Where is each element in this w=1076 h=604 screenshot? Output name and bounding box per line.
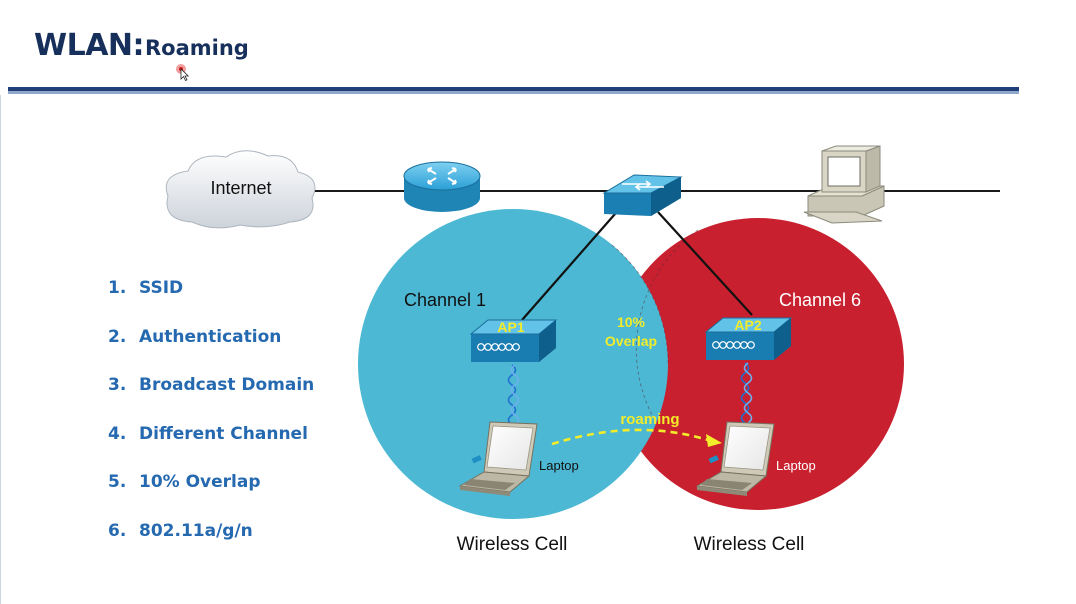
list-item-text: Broadcast Domain: [139, 375, 315, 395]
list-item-number: 2.: [108, 326, 127, 347]
switch-icon: [602, 174, 683, 216]
list-item-text: Different Channel: [139, 423, 308, 444]
list-item: 6. 802.11a/g/n: [108, 521, 314, 570]
laptop-icon: [695, 421, 775, 496]
laptop-icon: [458, 421, 538, 496]
list-item: 5. 10% Overlap: [108, 472, 314, 521]
list-item-text: 10% Overlap: [139, 472, 261, 492]
list-item-number: 5.: [108, 472, 127, 492]
title-rule: [8, 87, 1019, 91]
wireless-link-icon: [507, 364, 520, 426]
laptop-label: Laptop: [539, 458, 579, 473]
access-point-icon: [469, 319, 558, 362]
slide-left-edge: [0, 95, 1, 604]
roaming-arrow: [551, 428, 722, 447]
list-item: 4. Different Channel: [108, 424, 314, 473]
router-icon: [403, 161, 481, 212]
list-item-number: 3.: [108, 375, 127, 395]
cell-overlap-edge: [611, 244, 669, 367]
channel-1-label: Channel 1: [404, 290, 486, 310]
wireless-cell-channel-6: [612, 218, 904, 510]
list-item: 2. Authentication: [108, 327, 314, 376]
roaming-label: roaming: [620, 411, 679, 428]
access-point-icon: [704, 317, 793, 360]
overlap-percent-label: 10%: [617, 314, 646, 330]
ap1-label: AP1: [497, 319, 524, 335]
list-item: 1. SSID: [108, 278, 314, 327]
list-item-text: Authentication: [139, 326, 282, 347]
slide-title: WLAN:: [34, 28, 145, 63]
list-item-text: 802.11a/g/n: [139, 520, 253, 541]
overlap-word-label: Overlap: [605, 333, 657, 349]
wireless-cell-caption-right: Wireless Cell: [694, 534, 805, 555]
ap1-uplink: [521, 205, 623, 321]
wireless-cell-channel-1: [358, 209, 668, 519]
desktop-pc-icon: [803, 145, 885, 224]
list-item-number: 6.: [108, 520, 127, 541]
list-item-number: 1.: [108, 278, 127, 298]
wireless-cell-caption-left: Wireless Cell: [457, 534, 568, 555]
ap2-label: AP2: [734, 317, 761, 333]
list-item: 3. Broadcast Domain: [108, 375, 314, 424]
ap2-uplink: [657, 211, 753, 316]
title-rule-shadow: [8, 91, 1019, 94]
slide-subtitle: Roaming: [145, 36, 249, 60]
cloud-icon: [165, 150, 316, 229]
wireless-link-icon: [740, 362, 753, 424]
laptop-label: Laptop: [776, 458, 816, 473]
internet-label: Internet: [210, 178, 271, 198]
list-item-text: SSID: [139, 278, 184, 298]
mouse-cursor-icon: [176, 64, 190, 82]
channel-6-label: Channel 6: [779, 290, 861, 310]
cell-boundary-dashed: [635, 229, 699, 416]
roaming-requirements-list: 1. SSID 2. Authentication 3. Broadcast Doma…: [108, 278, 314, 569]
list-item-number: 4.: [108, 423, 127, 444]
